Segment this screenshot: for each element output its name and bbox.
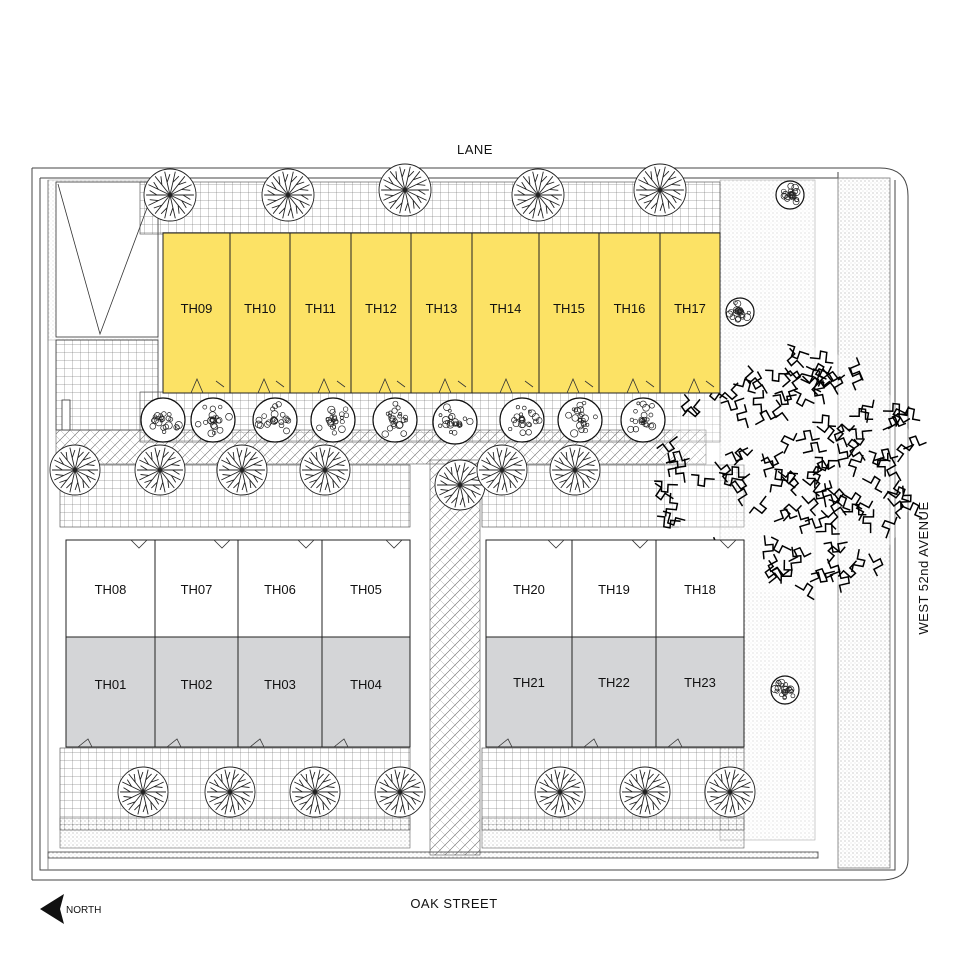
unit-th18[interactable]: TH18 xyxy=(655,539,745,638)
tree-icon xyxy=(216,444,268,496)
unit-th19[interactable]: TH19 xyxy=(571,539,657,638)
heritage-tree xyxy=(654,343,927,601)
oak-street-label: OAK STREET xyxy=(410,896,497,911)
tree-icon xyxy=(378,163,432,217)
unit-th14[interactable]: TH14 xyxy=(471,232,540,394)
unit-label: TH03 xyxy=(264,677,296,692)
unit-th11[interactable]: TH11 xyxy=(289,232,352,394)
shrub-icon xyxy=(725,297,755,327)
unit-th15[interactable]: TH15 xyxy=(538,232,600,394)
unit-th10[interactable]: TH10 xyxy=(229,232,291,394)
unit-label: TH12 xyxy=(365,301,397,316)
unit-label: TH16 xyxy=(614,301,646,316)
unit-label: TH20 xyxy=(513,582,545,597)
unit-label: TH11 xyxy=(305,301,336,316)
tree-icon xyxy=(299,444,351,496)
tree-icon xyxy=(434,459,486,511)
shrub-icon xyxy=(499,397,545,443)
landscape-trees xyxy=(49,163,805,818)
unit-label: TH22 xyxy=(598,675,630,690)
tree-icon xyxy=(633,163,687,217)
unit-th06[interactable]: TH06 xyxy=(237,539,323,638)
tree-icon xyxy=(549,444,601,496)
unit-th01[interactable]: TH01 xyxy=(65,636,156,748)
unit-th20[interactable]: TH20 xyxy=(485,539,573,638)
north-arrow: NORTH xyxy=(40,894,101,924)
shrub-icon xyxy=(372,397,418,443)
unit-th21[interactable]: TH21 xyxy=(485,636,573,748)
shrub-icon xyxy=(557,397,603,443)
unit-th02[interactable]: TH02 xyxy=(154,636,239,748)
unit-label: TH10 xyxy=(244,301,276,316)
tree-icon xyxy=(511,168,565,222)
unit-th08[interactable]: TH08 xyxy=(65,539,156,638)
unit-label: TH14 xyxy=(490,301,522,316)
shrub-icon xyxy=(770,675,800,705)
tree-icon xyxy=(289,766,341,818)
unit-label: TH06 xyxy=(264,582,296,597)
unit-th23[interactable]: TH23 xyxy=(655,636,745,748)
unit-label: TH05 xyxy=(350,582,382,597)
unit-th13[interactable]: TH13 xyxy=(410,232,473,394)
shrub-icon xyxy=(620,397,666,443)
tree-icon xyxy=(704,766,756,818)
tree-icon xyxy=(476,444,528,496)
unit-th16[interactable]: TH16 xyxy=(598,232,661,394)
unit-label: TH15 xyxy=(553,301,585,316)
lane-label: LANE xyxy=(457,142,493,157)
unit-label: TH19 xyxy=(598,582,630,597)
tree-icon xyxy=(143,168,197,222)
unit-th05[interactable]: TH05 xyxy=(321,539,411,638)
unit-th03[interactable]: TH03 xyxy=(237,636,323,748)
unit-th04[interactable]: TH04 xyxy=(321,636,411,748)
unit-label: TH21 xyxy=(513,675,545,690)
unit-th12[interactable]: TH12 xyxy=(350,232,412,394)
north-label: NORTH xyxy=(66,905,101,916)
shrub-icon xyxy=(775,180,805,210)
tree-icon xyxy=(134,444,186,496)
unit-th09[interactable]: TH09 xyxy=(162,232,231,394)
tree-icon xyxy=(204,766,256,818)
unit-label: TH02 xyxy=(181,677,213,692)
townhouse-units: TH09 TH10 TH11 TH12 TH13 TH14 TH15 TH16 TH17TH08… xyxy=(65,232,745,748)
north-arrow-icon xyxy=(40,894,64,924)
unit-label: TH04 xyxy=(350,677,382,692)
shrub-icon xyxy=(252,397,298,443)
shrub-icon xyxy=(190,397,236,443)
unit-label: TH13 xyxy=(426,301,458,316)
tree-icon xyxy=(534,766,586,818)
tree-icon xyxy=(261,168,315,222)
tree-icon xyxy=(619,766,671,818)
unit-th17[interactable]: TH17 xyxy=(659,232,721,394)
shrub-icon xyxy=(432,399,478,445)
unit-label: TH17 xyxy=(674,301,706,316)
shrub-icon xyxy=(140,397,186,443)
unit-label: TH01 xyxy=(95,677,127,692)
unit-label: TH08 xyxy=(95,582,127,597)
unit-th07[interactable]: TH07 xyxy=(154,539,239,638)
tree-icon xyxy=(374,766,426,818)
shrub-icon xyxy=(310,397,356,443)
tree-icon xyxy=(117,766,169,818)
unit-label: TH23 xyxy=(684,675,716,690)
tree-icon xyxy=(49,444,101,496)
unit-label: TH07 xyxy=(181,582,213,597)
unit-label: TH18 xyxy=(684,582,716,597)
unit-label: TH09 xyxy=(181,301,213,316)
unit-th22[interactable]: TH22 xyxy=(571,636,657,748)
west-52nd-avenue-label: WEST 52nd AVENUE xyxy=(916,501,931,634)
